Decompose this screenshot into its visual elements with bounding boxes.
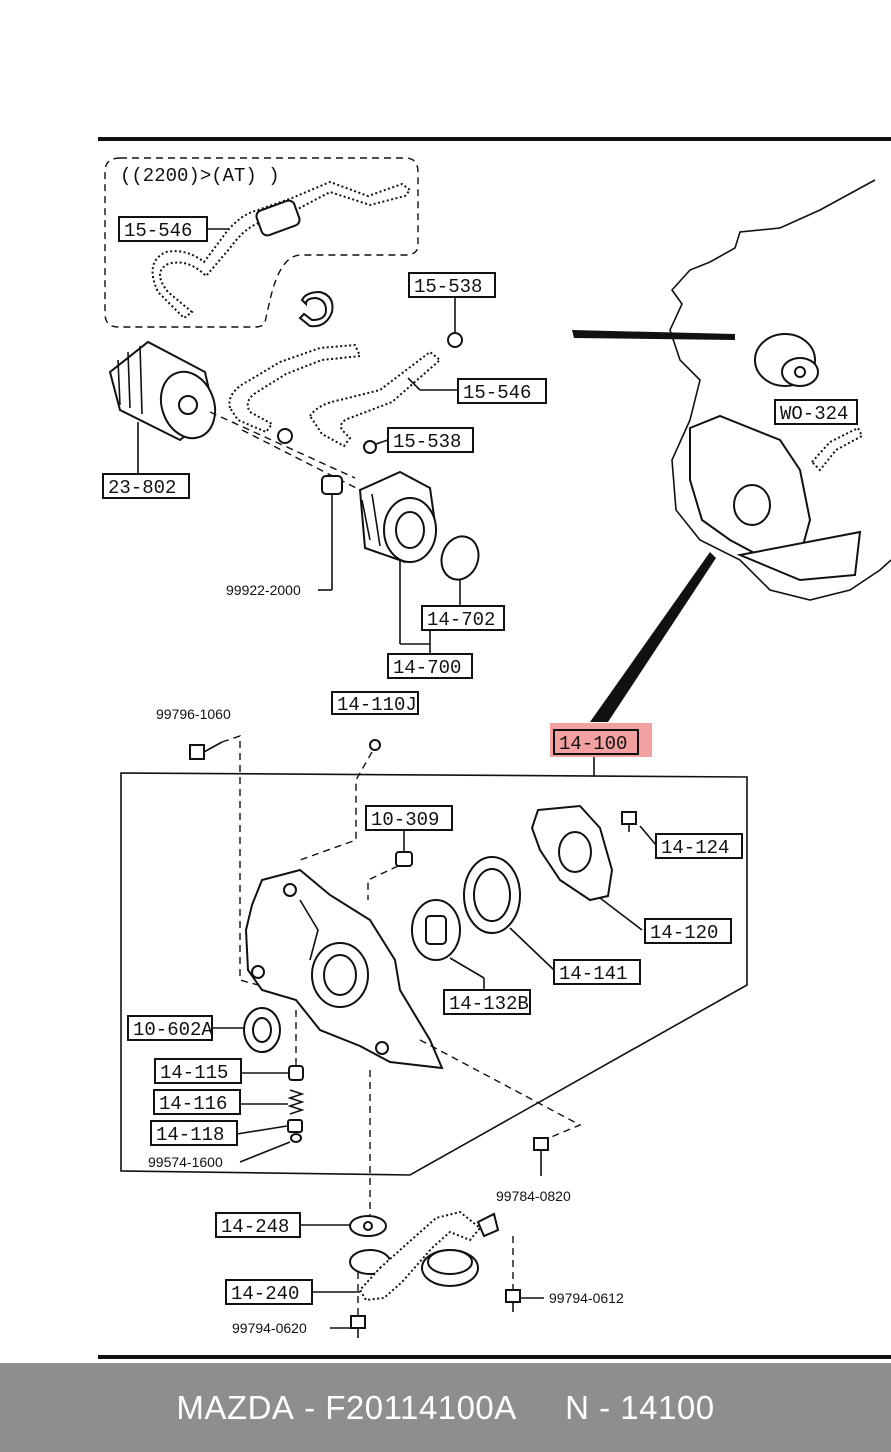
strainer-gasket bbox=[349, 1215, 387, 1237]
label-bolt-right: 99784-0820 bbox=[496, 1188, 571, 1204]
label-strainer: 14-240 bbox=[225, 1279, 360, 1305]
label-nut: 99922-2000 bbox=[226, 494, 333, 598]
plug bbox=[287, 1119, 303, 1133]
footer-bar: MAZDA - F20114100A N - 14100 bbox=[0, 1363, 891, 1452]
label-inner-rotor: 14-132B bbox=[443, 957, 531, 1015]
oil-pump-body bbox=[244, 868, 444, 1070]
bolt-strainer-right bbox=[505, 1289, 521, 1312]
label-bolt-cover: 14-124 bbox=[639, 825, 743, 859]
svg-text:14-248: 14-248 bbox=[221, 1216, 289, 1238]
filter-small bbox=[754, 333, 819, 387]
inner-rotor bbox=[411, 899, 461, 961]
svg-text:14-120: 14-120 bbox=[650, 922, 718, 944]
hose-long bbox=[228, 343, 362, 434]
footer-brand: MAZDA bbox=[176, 1388, 295, 1426]
clip-ring bbox=[298, 290, 334, 328]
oil-cooler bbox=[358, 470, 438, 564]
label-oil-cooler: 14-700 bbox=[387, 560, 473, 679]
svg-text:14-240: 14-240 bbox=[231, 1283, 299, 1305]
label-oil-cooler-gasket: 14-702 bbox=[421, 580, 505, 631]
label-spring: 14-116 bbox=[153, 1089, 288, 1115]
svg-text:14-100: 14-100 bbox=[559, 733, 627, 755]
svg-text:WO-324: WO-324 bbox=[780, 403, 848, 425]
label-bolt-strainer-left: 99794-0620 bbox=[232, 1320, 350, 1336]
bolt-strainer-left bbox=[350, 1315, 366, 1338]
label-bolt-top: 99796-1060 bbox=[156, 706, 231, 722]
svg-text:14-118: 14-118 bbox=[156, 1124, 224, 1146]
svg-text:99574-1600: 99574-1600 bbox=[148, 1154, 223, 1170]
footer-part-number: F20114100A bbox=[325, 1388, 517, 1426]
pump-cover bbox=[530, 804, 614, 902]
hose-short bbox=[308, 350, 442, 448]
svg-text:14-110J: 14-110J bbox=[337, 694, 417, 716]
footer-gap bbox=[517, 1389, 565, 1427]
label-pump-cover: 14-120 bbox=[599, 897, 732, 944]
nut-small bbox=[277, 428, 293, 444]
dowel bbox=[395, 851, 413, 867]
svg-text:14-702: 14-702 bbox=[427, 609, 495, 631]
svg-text:15-538: 15-538 bbox=[414, 276, 482, 298]
pointer-wedge-2 bbox=[590, 552, 716, 722]
clamp-mid bbox=[363, 440, 377, 454]
label-hose-top: 15-546 bbox=[118, 216, 228, 242]
svg-text:10-602A: 10-602A bbox=[133, 1019, 213, 1041]
svg-text:10-309: 10-309 bbox=[371, 809, 439, 831]
svg-text:14-124: 14-124 bbox=[661, 837, 729, 859]
label-plug-washer: 99574-1600 bbox=[148, 1141, 291, 1170]
label-plug: 14-118 bbox=[150, 1120, 288, 1146]
label-oil-filter: 23-802 bbox=[102, 422, 190, 499]
svg-text:14-115: 14-115 bbox=[160, 1062, 228, 1084]
label-clamp-top: 15-538 bbox=[408, 272, 496, 298]
label-outer-rotor: 14-141 bbox=[509, 927, 641, 985]
svg-text:15-538: 15-538 bbox=[393, 431, 461, 453]
oil-seal bbox=[243, 1007, 281, 1053]
clamp-top bbox=[447, 332, 463, 348]
nut bbox=[321, 475, 343, 495]
label-bolt-strainer-right: 99794-0612 bbox=[520, 1290, 624, 1306]
svg-text:14-116: 14-116 bbox=[159, 1093, 227, 1115]
svg-text:14-141: 14-141 bbox=[559, 963, 627, 985]
svg-text:99922-2000: 99922-2000 bbox=[226, 582, 301, 598]
variant-note: ((2200)>(AT) ) bbox=[120, 165, 280, 187]
bolt-top bbox=[189, 741, 223, 760]
svg-text:14-132B: 14-132B bbox=[449, 993, 529, 1015]
label-oil-seal: 10-602A bbox=[127, 1015, 244, 1041]
bolt-right bbox=[533, 1137, 549, 1176]
label-hose-mid: 15-546 bbox=[407, 377, 547, 404]
label-clamp-mid: 15-538 bbox=[375, 427, 474, 453]
plug-washer bbox=[290, 1133, 302, 1143]
plunger bbox=[288, 1065, 304, 1081]
label-strainer-gasket: 14-248 bbox=[215, 1212, 350, 1238]
parts-diagram: ((2200)>(AT) ) 15-546 15-538 15-546 15-5… bbox=[98, 137, 891, 1359]
pump-on-engine bbox=[689, 414, 862, 582]
oil-filter bbox=[108, 340, 217, 442]
variant-box bbox=[104, 157, 419, 328]
spring bbox=[287, 1089, 305, 1115]
label-dowel: 10-309 bbox=[365, 805, 453, 852]
svg-text:15-546: 15-546 bbox=[124, 220, 192, 242]
outer-rotor bbox=[463, 856, 521, 934]
footer-sep-1: - bbox=[294, 1388, 326, 1426]
variant-hose-sleeve bbox=[255, 199, 301, 237]
footer-ref: N - 14100 bbox=[565, 1388, 715, 1426]
svg-text:99794-0620: 99794-0620 bbox=[232, 1320, 307, 1336]
strainer bbox=[349, 1210, 500, 1302]
bolt-cover bbox=[621, 811, 637, 832]
label-oring: 14-110J bbox=[331, 691, 419, 716]
label-filter-ref: WO-324 bbox=[774, 399, 858, 425]
assembly-outline bbox=[120, 772, 748, 1176]
svg-text:15-546: 15-546 bbox=[463, 382, 531, 404]
oil-cooler-gasket bbox=[440, 535, 480, 581]
svg-text:14-700: 14-700 bbox=[393, 657, 461, 679]
ref-hose bbox=[810, 426, 864, 472]
engine-outline bbox=[669, 179, 891, 601]
svg-text:99794-0612: 99794-0612 bbox=[549, 1290, 624, 1306]
oring bbox=[369, 739, 381, 751]
svg-text:23-802: 23-802 bbox=[108, 477, 176, 499]
label-oil-pump-assy: 14-100 bbox=[550, 723, 652, 776]
label-plunger: 14-115 bbox=[154, 1058, 289, 1084]
pointer-wedge bbox=[572, 330, 735, 340]
